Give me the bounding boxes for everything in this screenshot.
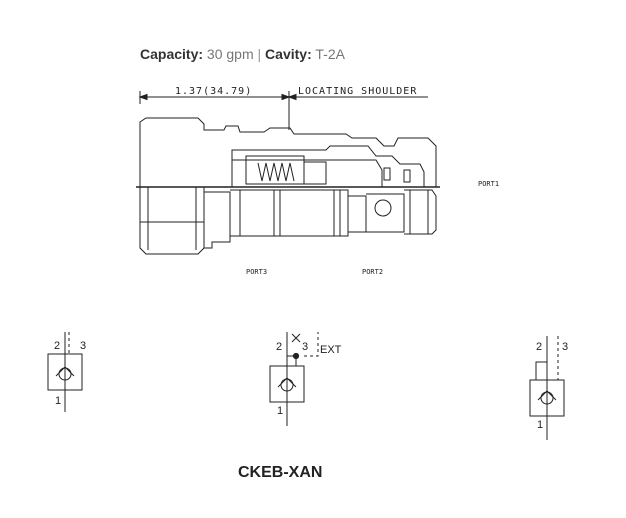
- dimension-label: 1.37(34.79): [175, 86, 252, 97]
- plugged-port-icon: [291, 333, 301, 343]
- schematic-symbol-1: [47, 332, 83, 412]
- spec-line: Capacity: 30 gpm | Cavity: T-2A: [140, 46, 345, 62]
- symbol2-port1: 1: [277, 405, 283, 417]
- shoulder-arrow: [287, 93, 297, 101]
- dimension-arrow-right: [281, 93, 291, 101]
- body-upper-outline: [139, 117, 437, 187]
- check-seat: [277, 377, 297, 388]
- symbol2-port2: 2: [276, 341, 282, 353]
- schematic-symbol-2: [269, 332, 319, 426]
- cross-port-hole: [374, 199, 392, 217]
- symbol2-ext-label: EXT: [320, 344, 342, 356]
- capacity-label: Capacity:: [140, 46, 204, 62]
- valve-cross-section: [136, 91, 440, 255]
- schematic-symbol-3: [529, 336, 565, 440]
- cavity-value: T-2A: [315, 46, 345, 62]
- cavity-label: Cavity:: [265, 46, 312, 62]
- poppet: [303, 161, 327, 185]
- body-step: [348, 195, 367, 233]
- hex-nut: [139, 187, 205, 255]
- symbol3-port2: 2: [536, 341, 542, 353]
- port3-label: PORT3: [246, 268, 267, 276]
- symbol1-port2: 2: [54, 340, 60, 352]
- model-number: CKEB-XAN: [238, 464, 323, 481]
- internal-pilot-line: [535, 361, 547, 380]
- body-tip: [404, 189, 437, 235]
- body-lower-section: [204, 191, 231, 249]
- symbol3-port1: 1: [537, 419, 543, 431]
- spring: [257, 162, 295, 182]
- port1-label: PORT1: [478, 180, 499, 188]
- check-ball: [540, 391, 554, 405]
- orifice: [403, 169, 411, 183]
- check-ball: [58, 367, 72, 381]
- locating-shoulder-label: LOCATING SHOULDER: [298, 86, 417, 97]
- dimension-arrow-left: [138, 93, 148, 101]
- ext-pilot-line: [304, 332, 319, 357]
- body-lower-main: [230, 189, 349, 237]
- spec-separator: |: [257, 46, 262, 62]
- check-seat: [537, 390, 557, 401]
- orifice: [383, 167, 391, 181]
- symbol3-port3: 3: [562, 341, 568, 353]
- body-nose: [366, 193, 405, 233]
- seat-outline: [330, 159, 383, 187]
- junction-dot: [292, 352, 300, 360]
- check-seat: [55, 366, 75, 377]
- symbol1-port3: 3: [80, 340, 86, 352]
- port2-label: PORT2: [362, 268, 383, 276]
- spool-outline: [231, 145, 425, 187]
- capacity-value: 30 gpm: [206, 46, 254, 62]
- symbol2-port3: 3: [302, 341, 308, 353]
- symbol1-port1: 1: [55, 395, 61, 407]
- check-ball: [280, 378, 294, 392]
